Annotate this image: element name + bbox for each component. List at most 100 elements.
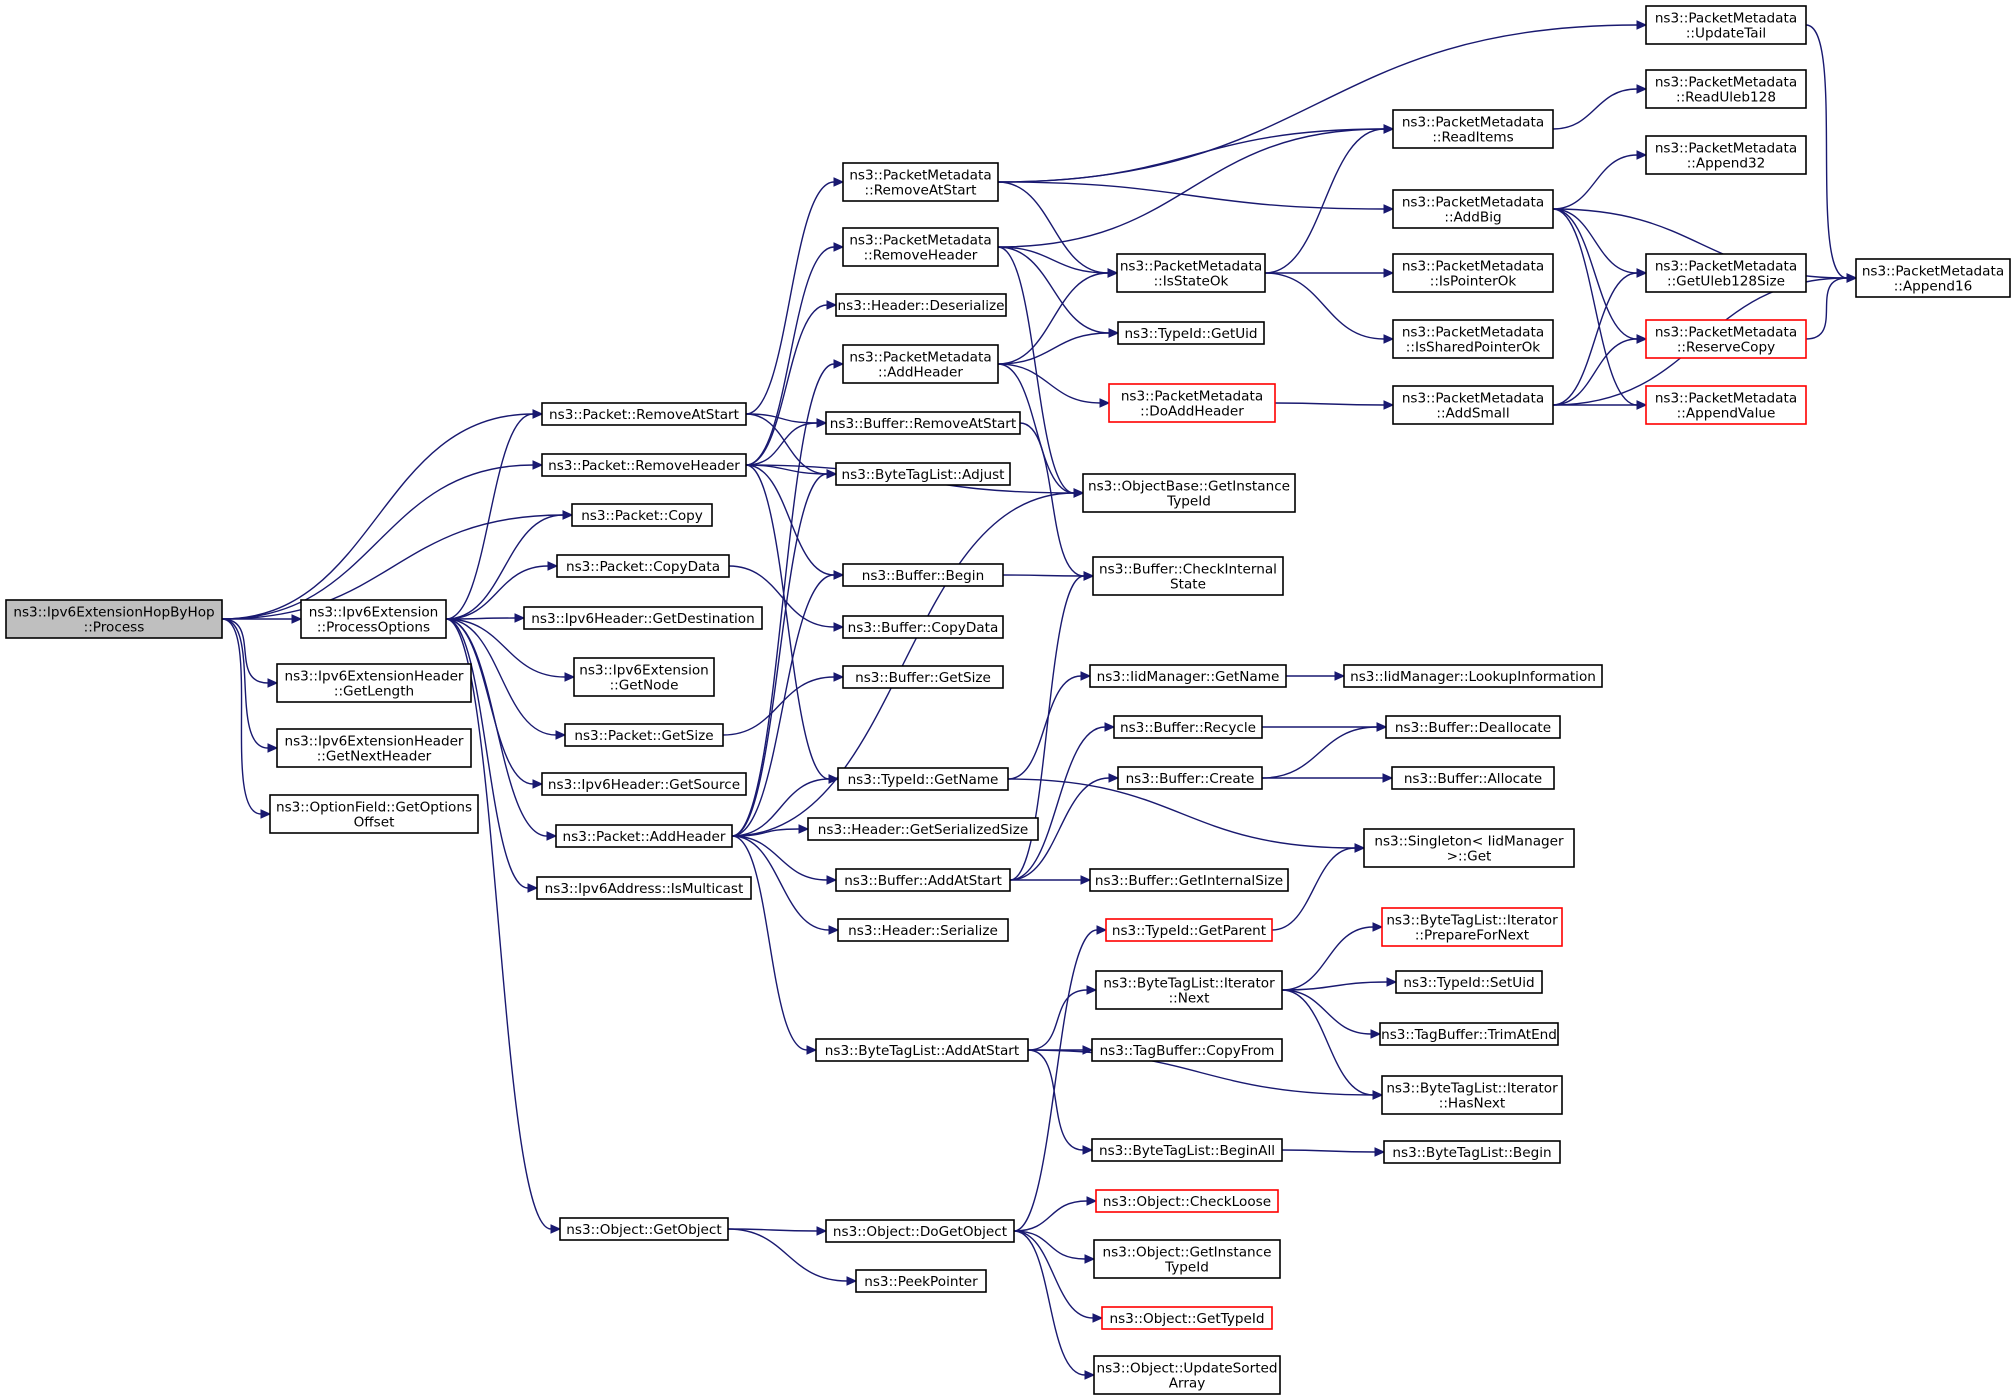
node-n55[interactable]: ns3::IidManager::LookupInformation [1343,664,1603,688]
node-n67[interactable]: ns3::PacketMetadata::ReserveCopy [1645,319,1807,359]
node-label: ns3::Ipv6Extension [579,663,709,679]
node-n49[interactable]: ns3::PacketMetadata::UpdateTail [1645,5,1807,45]
node-n66[interactable]: ns3::PacketMetadata::GetUleb128Size [1645,253,1807,293]
node-n65[interactable]: ns3::PacketMetadata::Append32 [1645,135,1807,175]
node-n51[interactable]: ns3::PacketMetadata::AddBig [1392,189,1554,229]
node-n13[interactable]: ns3::Packet::AddHeader [555,824,733,848]
node-n38[interactable]: ns3::Buffer::Recycle [1113,715,1263,739]
node-n17[interactable]: ns3::PacketMetadata::RemoveHeader [842,227,999,267]
node-box [556,554,730,578]
node-n52[interactable]: ns3::PacketMetadata::IsPointerOk [1392,253,1554,293]
node-label: ns3::PacketMetadata [1655,391,1797,407]
node-n31[interactable]: ns3::PeekPointer [855,1269,987,1293]
node-n15[interactable]: ns3::Object::GetObject [559,1217,729,1241]
edge-n4-n10 [445,618,576,682]
node-label: ns3::Packet::AddHeader [563,829,726,845]
node-label: ns3::TypeId::GetName [848,772,999,788]
edge-n4-n15 [445,618,562,1234]
node-n61[interactable]: ns3::TagBuffer::TrimAtEnd [1379,1022,1559,1046]
node-n24[interactable]: ns3::Buffer::GetSize [842,665,1004,689]
edge-n0-n6 [221,618,279,753]
node-n6[interactable]: ns3::Ipv6ExtensionHeader::GetNextHeader [276,728,472,768]
node-n25[interactable]: ns3::TypeId::GetName [837,767,1009,791]
edge-n16-n50 [997,124,1395,183]
node-n28[interactable]: ns3::Header::Serialize [837,918,1009,942]
node-box [1392,189,1554,229]
node-n56[interactable]: ns3::Buffer::Deallocate [1385,715,1561,739]
node-n37[interactable]: ns3::IidManager::GetName [1089,664,1287,688]
node-n4[interactable]: ns3::Ipv6Extension::ProcessOptions [300,599,447,639]
node-n47[interactable]: ns3::Object::GetTypeId [1101,1306,1273,1330]
node-n9[interactable]: ns3::Ipv6Header::GetDestination [523,606,763,630]
node-n30[interactable]: ns3::Object::DoGetObject [825,1219,1015,1243]
node-n20[interactable]: ns3::Buffer::RemoveAtStart [825,411,1021,435]
node-n58[interactable]: ns3::Singleton< IidManager>::Get [1363,828,1575,868]
node-n33[interactable]: ns3::TypeId::GetUid [1117,321,1265,345]
node-n54[interactable]: ns3::PacketMetadata::AddSmall [1392,385,1554,425]
node-n5[interactable]: ns3::Ipv6ExtensionHeader::GetLength [276,663,472,703]
node-n11[interactable]: ns3::Packet::GetSize [564,723,724,747]
edge-n2-n20 [745,418,828,466]
edge-n44-n63 [1281,1147,1386,1157]
node-box [276,728,472,768]
node-n40[interactable]: ns3::Buffer::GetInternalSize [1089,868,1289,892]
node-n1[interactable]: ns3::Packet::RemoveAtStart [541,402,747,426]
node-n10[interactable]: ns3::Ipv6Extension::GetNode [573,657,715,697]
node-n27[interactable]: ns3::Buffer::AddAtStart [835,868,1011,892]
node-n32[interactable]: ns3::PacketMetadata::IsStateOk [1116,253,1266,293]
node-n18[interactable]: ns3::Header::Deserialize [835,293,1007,317]
node-n16[interactable]: ns3::PacketMetadata::RemoveAtStart [842,162,999,202]
node-n21[interactable]: ns3::ByteTagList::Adjust [835,462,1011,486]
node-label: ns3::IidManager::GetName [1097,669,1280,685]
node-label: ns3::Object::CheckLoose [1103,1194,1271,1210]
edge-n15-n31 [727,1228,858,1286]
node-label: ::Process [84,620,145,636]
node-n57[interactable]: ns3::Buffer::Allocate [1391,766,1555,790]
edge-n2-n22 [745,464,845,580]
node-label: TypeId [1166,494,1211,510]
node-n45[interactable]: ns3::Object::CheckLoose [1095,1189,1279,1213]
node-n19[interactable]: ns3::PacketMetadata::AddHeader [842,344,999,384]
node-n8[interactable]: ns3::Packet::CopyData [556,554,730,578]
node-n22[interactable]: ns3::Buffer::Begin [842,563,1004,587]
node-n29[interactable]: ns3::ByteTagList::AddAtStart [815,1038,1029,1062]
node-n64[interactable]: ns3::PacketMetadata::ReadUleb128 [1645,69,1807,109]
node-n41[interactable]: ns3::TypeId::GetParent [1105,918,1273,942]
node-n50[interactable]: ns3::PacketMetadata::ReadItems [1392,109,1554,149]
node-box [1855,258,2011,298]
node-label: ns3::Ipv6ExtensionHeader [284,669,463,685]
node-n23[interactable]: ns3::Buffer::CopyData [842,615,1004,639]
node-n0[interactable]: ns3::Ipv6ExtensionHopByHop::Process [5,599,223,639]
node-n44[interactable]: ns3::ByteTagList::BeginAll [1091,1138,1283,1162]
node-label: ns3::Buffer::RemoveAtStart [830,416,1016,432]
node-label: ::RemoveAtStart [865,183,977,199]
node-n59[interactable]: ns3::ByteTagList::Iterator::PrepareForNe… [1381,907,1563,947]
node-n60[interactable]: ns3::TypeId::SetUid [1395,970,1543,994]
node-n39[interactable]: ns3::Buffer::Create [1117,766,1263,790]
node-n62[interactable]: ns3::ByteTagList::Iterator::HasNext [1381,1075,1563,1115]
edge-n0-n5 [221,618,279,688]
node-n53[interactable]: ns3::PacketMetadata::IsSharedPointerOk [1392,319,1554,359]
node-label: ns3::PacketMetadata [849,233,991,249]
node-label: >::Get [1447,849,1492,865]
node-n2[interactable]: ns3::Packet::RemoveHeader [541,453,747,477]
node-n63[interactable]: ns3::ByteTagList::Begin [1383,1140,1561,1164]
node-label: ns3::Buffer::CopyData [848,620,999,636]
node-n26[interactable]: ns3::Header::GetSerializedSize [807,817,1039,841]
node-n34[interactable]: ns3::PacketMetadata::DoAddHeader [1108,383,1276,423]
node-n12[interactable]: ns3::Ipv6Header::GetSource [541,772,747,796]
node-n14[interactable]: ns3::Ipv6Address::IsMulticast [536,876,752,900]
node-box [559,1217,729,1241]
node-n68[interactable]: ns3::PacketMetadata::AppendValue [1645,385,1807,425]
node-n3[interactable]: ns3::Packet::Copy [571,503,713,527]
node-box [1381,1075,1563,1115]
node-n43[interactable]: ns3::TagBuffer::CopyFrom [1091,1038,1283,1062]
node-label: ::GetNextHeader [317,749,432,765]
node-n69[interactable]: ns3::PacketMetadata::Append16 [1855,258,2011,298]
node-n42[interactable]: ns3::ByteTagList::Iterator::Next [1095,970,1283,1010]
